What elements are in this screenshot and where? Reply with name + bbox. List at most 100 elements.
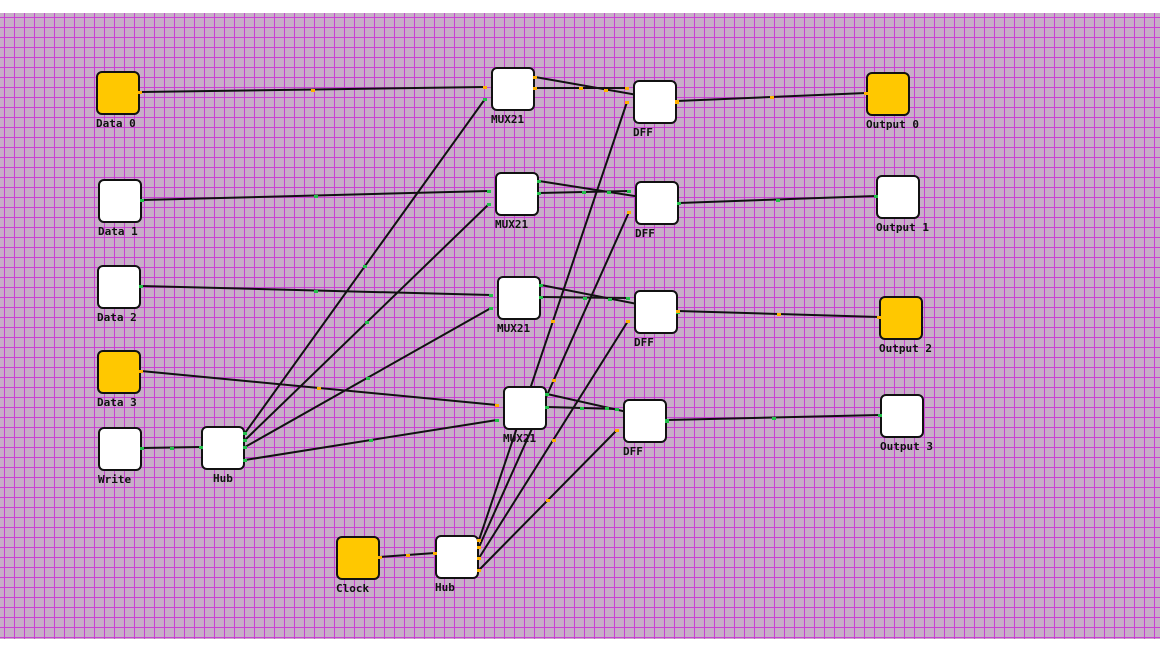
wire-end-pin [433,552,437,555]
dff-3-label: DFF [623,445,643,458]
wire-mid-pin [580,407,584,410]
wire-mid-pin [607,297,612,301]
dff-1-label: DFF [635,227,655,240]
wire-end-pin [615,408,619,411]
input-data-2[interactable] [97,265,141,309]
wire-end-pin [487,190,491,193]
input-data-1[interactable] [98,179,142,223]
wire-mid-pin [771,416,776,420]
wire-mid-pin [582,296,587,300]
wire-end-pin [877,316,881,319]
mux21-3-label: MUX21 [503,432,537,445]
wire-mid-pin [582,191,586,194]
wire-layer [139,76,881,571]
mux21-0-label: MUX21 [491,113,525,126]
wire-end-pin [495,419,499,422]
mux21-2[interactable] [497,276,541,320]
write-hub-label: Hub [213,472,233,485]
wire-start-pin [139,370,143,373]
wire-mid-pin [169,446,174,450]
wire-mid-pin [369,439,373,442]
mux21-1-label: MUX21 [495,218,529,231]
write-hub[interactable] [201,426,245,470]
input-write[interactable] [98,427,142,471]
mux21-0[interactable] [491,67,535,111]
dff-2-label: DFF [634,336,654,349]
input-data-0[interactable] [96,71,140,115]
mux21-3[interactable] [503,386,547,430]
wire-end-pin [483,86,487,89]
wire-end-pin [483,98,487,101]
dff-1[interactable] [635,181,679,225]
wire-mid-pin [313,194,318,198]
wire-mid-pin [776,313,781,316]
wire-start-pin [139,285,143,288]
wire-end-pin [874,195,878,198]
wire-start-pin [140,447,144,450]
wire-mid-pin [314,289,318,293]
wire-mid-pin [317,387,321,390]
wire-end-pin [533,76,537,79]
wire-start-pin [665,419,669,422]
wire-start-pin [140,199,144,202]
wire-start-pin [243,432,247,435]
wire-end-pin [489,307,493,310]
wire-mid-pin [605,406,609,410]
wire-mid-pin [365,321,369,324]
input-data-2-label: Data 2 [97,311,137,324]
wire-mid-pin [551,438,556,442]
wire-end-pin [625,87,629,90]
wire-end-pin [627,211,631,214]
wire-end-pin [626,297,630,300]
wire-start-pin [533,87,537,90]
wire-end-pin [864,92,868,95]
mux21-1[interactable] [495,172,539,216]
input-data-0-label: Data 0 [96,117,136,130]
wire-end-pin [199,446,203,449]
wire-start-pin [243,459,247,462]
output-0[interactable] [866,72,910,116]
input-data-3[interactable] [97,350,141,394]
wire-start-pin [477,539,481,542]
input-data-1-label: Data 1 [98,225,138,238]
wire-end-pin [539,284,543,287]
wire-mid-pin [604,88,608,92]
wire-mid-pin [366,376,370,380]
mux21-2-label: MUX21 [497,322,531,335]
dff-2[interactable] [634,290,678,334]
input-clock-label: Clock [336,582,370,595]
wire-start-pin [477,546,481,549]
dff-0-label: DFF [633,126,653,139]
wire-end-pin [537,180,541,183]
dff-3[interactable] [623,399,667,443]
output-1-label: Output 1 [876,221,929,234]
wire-start-pin [477,569,481,572]
wire-start-pin [138,91,142,94]
output-1[interactable] [876,175,920,219]
wire-mid-pin [310,88,315,92]
wire-mid-pin [769,96,774,99]
wire-start-pin [545,406,549,409]
wire-mid-pin [552,378,556,382]
wire-mid-pin [405,554,410,557]
wire-mid-pin [363,265,367,268]
output-0-label: Output 0 [866,118,919,131]
wire-end-pin [626,320,630,323]
wire-end-pin [487,203,491,206]
input-write-label: Write [98,473,132,486]
clock-hub[interactable] [435,535,479,579]
wire-start-pin [477,557,481,560]
wire-mid-pin [551,320,555,323]
wire-end-pin [625,101,629,104]
dff-0[interactable] [633,80,677,124]
output-2-label: Output 2 [879,342,932,355]
circuit-canvas[interactable]: Data 0 Data 1 Data 2 Data 3 Write Clock … [0,13,1160,639]
wire-start-pin [537,192,541,195]
wire-end-pin [615,429,619,432]
wire-start-pin [676,310,680,313]
wire-start-pin [675,100,679,103]
wire-mid-pin [775,198,780,202]
input-clock[interactable] [336,536,380,580]
output-2[interactable] [879,296,923,340]
output-3[interactable] [880,394,924,438]
